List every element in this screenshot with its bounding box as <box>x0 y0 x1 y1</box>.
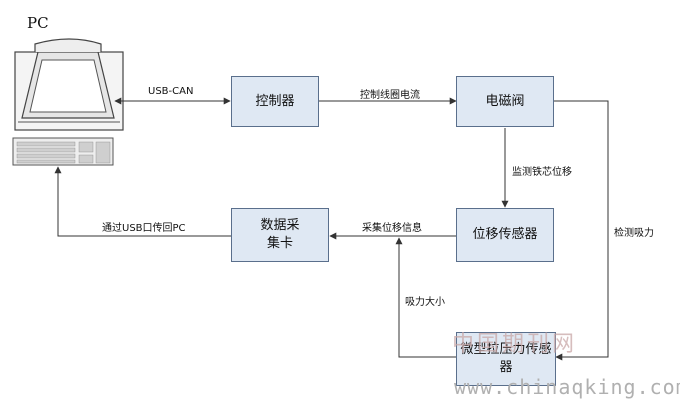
controller-box: 控制器 <box>231 76 319 127</box>
edge-daq-pc <box>54 166 231 237</box>
daq-card-label-2: 集卡 <box>266 236 293 251</box>
label-control-current: 控制线圈电流 <box>360 90 420 101</box>
controller-label: 控制器 <box>255 93 295 109</box>
keyboard-icon <box>12 137 114 166</box>
edge-valve-force <box>554 100 609 361</box>
label-detect-force: 检测吸力 <box>614 228 654 239</box>
label-monitor-displacement: 监测铁芯位移 <box>512 167 572 178</box>
daq-card-box: 数据采 集卡 <box>231 208 329 262</box>
label-usb-can: USB-CAN <box>148 86 194 97</box>
force-sensor-label-1: 微型拉压力传感 <box>460 342 552 357</box>
pc-icon <box>14 38 124 131</box>
daq-card-label-1: 数据采 <box>260 218 300 233</box>
label-usb-return: 通过USB口传回PC <box>102 223 186 234</box>
edge-force-daq <box>395 237 456 358</box>
label-collect-displacement: 采集位移信息 <box>362 223 422 234</box>
solenoid-valve-label: 电磁阀 <box>485 93 525 109</box>
watermark-site-name: 中国期刊网 <box>452 332 578 357</box>
pc-label: PC <box>27 14 49 32</box>
solenoid-valve-box: 电磁阀 <box>456 76 554 127</box>
force-sensor-box: 微型拉压力传感 器 <box>456 332 556 386</box>
displacement-sensor-label: 位移传感器 <box>472 227 538 242</box>
force-sensor-label-2: 器 <box>499 360 513 375</box>
watermark-url: www.chinaqking.com <box>454 375 680 399</box>
displacement-sensor-box: 位移传感器 <box>456 208 554 262</box>
label-force-magnitude: 吸力大小 <box>405 297 445 308</box>
